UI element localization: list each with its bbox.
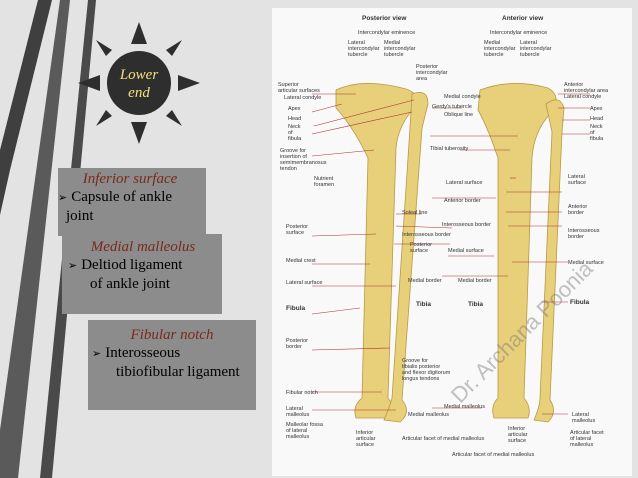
label-a-anterior-border-right: Anterior border — [568, 204, 588, 216]
panel-body-line2: of ankle joint — [90, 276, 170, 292]
label-a-medial-malleolus: Medial malleolus — [444, 404, 485, 410]
label-a-lateral-surface-right: Lateral surface — [568, 174, 587, 186]
panel-heading: Fibular notch — [130, 327, 214, 343]
label-p-neck: Neck of fibula — [288, 124, 302, 142]
label-p-medial-crest: Medial crest — [286, 258, 316, 264]
label-a-medial-border: Medial border — [458, 278, 492, 284]
label-p-post-surface-left: Posterior surface — [286, 224, 309, 236]
label-a-lateral-surface-mid: Lateral surface — [446, 180, 483, 186]
label-p-tibia: Tibia — [416, 301, 432, 308]
label-a-medial-tubercle: Medial intercondylar tubercle — [484, 40, 516, 58]
label-a-artic-facet-lat: Articular facet of lateral malleolus — [570, 430, 604, 448]
label-p-posterior-border: Posterior border — [286, 338, 309, 350]
bone-illustration — [311, 83, 590, 423]
label-p-soleal: Soleal line — [402, 210, 428, 216]
label-a-artic-facet-med: Articular facet of medial malleolus — [452, 452, 535, 458]
label-p-head: Head — [288, 116, 302, 122]
label-a-head: Head — [590, 116, 604, 122]
label-p-med-malleolus: Medial malleolus — [408, 412, 449, 418]
label-a-ant-area: Anterior intercondylar area — [564, 82, 609, 94]
label-a-lateral-condyle: Lateral condyle — [564, 94, 602, 100]
label-a-neck: Neck of fibula — [590, 124, 604, 142]
arrow-bullet-icon: ➢ — [58, 191, 68, 204]
label-a-inferior-articular: Inferior articular surface — [508, 426, 528, 444]
label-p-gerdy: Gerdy's tubercle — [432, 104, 472, 110]
arrow-bullet-icon: ➢ — [68, 259, 78, 272]
label-p-lateral-surface: Lateral surface — [286, 280, 323, 286]
label-p-apex: Apex — [288, 106, 301, 112]
panel-body-line2: tibiofibular ligament — [116, 364, 240, 380]
label-p-post-surface-mid: Posterior surface — [410, 242, 433, 254]
panel-body-line1: Interosseous — [105, 345, 181, 361]
label-p-medial-condyle: Medial condyle — [444, 94, 481, 100]
label-a-lateral-tubercle: Lateral intercondylar tubercle — [520, 40, 552, 58]
label-p-post-area: Posterior intercondylar area — [416, 64, 448, 82]
label-p-nutrient: Nutrient foramen — [314, 176, 335, 188]
panel-body-line1: Capsule of ankle — [71, 189, 173, 205]
label-p-superior-surfaces: Superior articular surfaces — [278, 82, 320, 94]
sun-label-line1: Lower — [119, 67, 159, 83]
tibia-fibula-figure: Posterior view Anterior view Intercondyl… — [272, 8, 632, 476]
label-a-anterior-border-mid: Anterior border — [444, 198, 481, 204]
panel-medial-malleolus: Medial malleolus ➢Deltiod ligament of an… — [62, 234, 222, 314]
panel-inferior-surface: Inferior surface ➢Capsule of ankle joint — [58, 168, 206, 236]
label-p-interosseous-border: Interosseous border — [402, 232, 451, 238]
label-a-medial-surface-mid: Medial surface — [448, 248, 484, 254]
sun-badge-icon — [78, 22, 200, 144]
label-a-intercondylar-eminence: Intercondylar eminence — [490, 30, 548, 36]
label-p-lat-malleolus: Lateral malleolus — [286, 406, 310, 418]
posterior-view-title: Posterior view — [362, 15, 407, 22]
label-a-apex: Apex — [590, 106, 603, 112]
sun-label: Lower end — [104, 66, 174, 102]
label-p-medial-tubercle: Medial intercondylar tubercle — [384, 40, 416, 58]
label-p-medial-border: Medial border — [408, 278, 442, 284]
label-p-oblique: Oblique line — [444, 112, 474, 118]
panel-fibular-notch: Fibular notch ➢Interosseous tibiofibular… — [88, 320, 256, 410]
label-p-malleolar-fossa: Malleolar fossa of lateral malleolus — [286, 422, 323, 440]
label-a-interosseous-right: Interosseous border — [568, 228, 600, 240]
label-p-artic-facet-med: Articular facet of medial malleolus — [402, 436, 485, 442]
label-a-lateral-malleolus: Lateral malleolus — [572, 412, 596, 424]
label-p-groove: Groove for insertion of semimembranosus … — [280, 148, 327, 172]
label-p-lateral-tubercle: Lateral intercondylar tubercle — [348, 40, 380, 58]
label-p-groove-tibialis: Groove for tibialis posterior and flexor… — [402, 358, 451, 382]
sun-label-line2: end — [128, 85, 150, 101]
panel-body-line2: joint — [66, 208, 94, 224]
arrow-bullet-icon: ➢ — [92, 347, 102, 360]
label-a-medial-surface-right: Medial surface — [568, 260, 604, 266]
panel-heading: Inferior surface — [82, 171, 178, 187]
label-p-intercondylar-eminence: Intercondylar eminence — [358, 30, 416, 36]
label-a-fibula: Fibula — [570, 299, 590, 306]
label-p-inferior-articular: Inferior articular surface — [356, 430, 376, 448]
label-a-interosseous-mid: Interosseous border — [442, 222, 491, 228]
label-a-tibial-tuberosity: Tibial tuberosity — [430, 146, 469, 152]
label-p-fibular-notch: Fibular notch — [286, 390, 318, 396]
panel-heading: Medial malleolus — [90, 239, 196, 255]
panel-body-line1: Deltiod ligament — [81, 257, 183, 273]
label-p-fibula: Fibula — [286, 305, 306, 312]
label-a-tibia: Tibia — [468, 301, 484, 308]
anterior-view-title: Anterior view — [502, 15, 544, 22]
label-p-lateral-condyle: Lateral condyle — [284, 95, 322, 101]
